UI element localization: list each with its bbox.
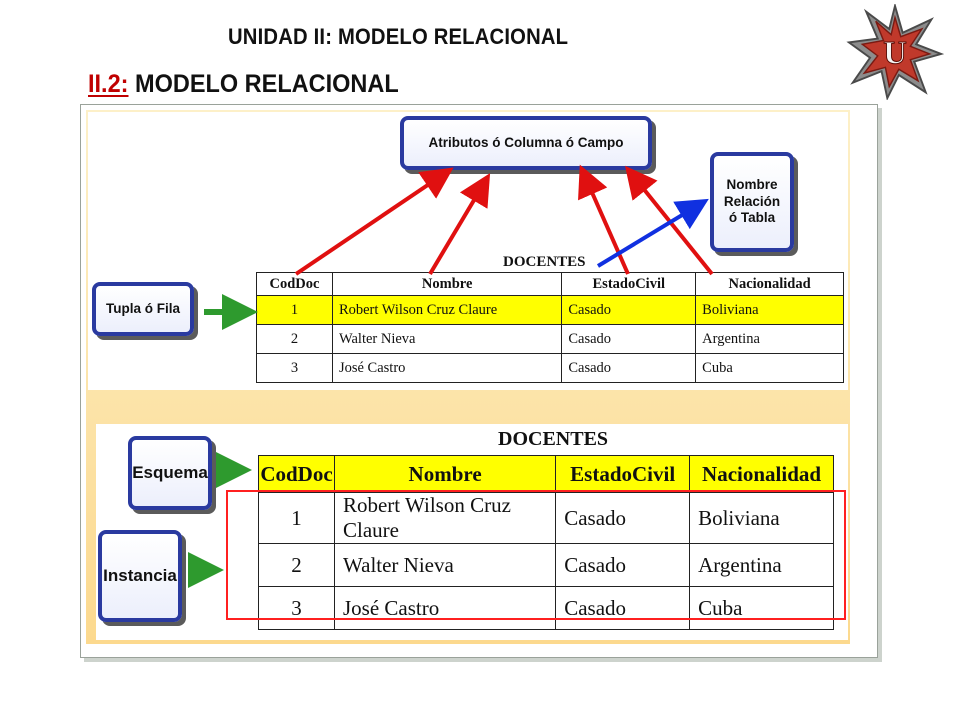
column-header: EstadoCivil xyxy=(555,455,691,493)
callout-nombre-relacion: Nombre Relación ó Tabla xyxy=(710,152,794,252)
table-row: 2 Walter Nieva Casado Argentina xyxy=(258,543,834,587)
table-row: 3 José Castro Casado Cuba xyxy=(258,586,834,630)
column-header: Nombre xyxy=(333,455,557,493)
table-cell: Cuba xyxy=(689,586,834,630)
callout-esquema: Esquema xyxy=(128,436,212,510)
table-row: 1 Robert Wilson Cruz Claure Casado Boliv… xyxy=(258,492,834,544)
schema-header-row: CodDoc Nombre EstadoCivil Nacionalidad xyxy=(258,455,834,493)
table-cell: Robert Wilson Cruz Claure xyxy=(331,295,563,325)
table-cell: 3 xyxy=(258,586,335,630)
column-header: Nacionalidad xyxy=(695,272,844,296)
callout-nombre-line1: Nombre xyxy=(726,176,778,192)
table-cell: Argentina xyxy=(695,324,844,354)
bottom-docentes-table: CodDoc Nombre EstadoCivil Nacionalidad 1… xyxy=(258,455,834,630)
table-cell: Cuba xyxy=(695,353,844,383)
table-cell: Boliviana xyxy=(689,492,834,544)
section-title-text: MODELO RELACIONAL xyxy=(128,70,399,98)
table-cell: Walter Nieva xyxy=(333,543,557,587)
table-cell: Walter Nieva xyxy=(331,324,563,354)
table-row: 1 Robert Wilson Cruz Claure Casado Boliv… xyxy=(256,295,844,325)
column-header: CodDoc xyxy=(258,455,335,493)
instance-highlight-box xyxy=(226,490,846,620)
top-table-caption: DOCENTES xyxy=(503,254,586,270)
callout-atributos-label: Atributos ó Columna ó Campo xyxy=(428,134,624,150)
table-cell: Robert Wilson Cruz Claure xyxy=(333,492,557,544)
table-header-row: CodDoc Nombre EstadoCivil Nacionalidad xyxy=(256,272,844,296)
callout-esquema-label: Esquema xyxy=(132,463,208,483)
column-header: EstadoCivil xyxy=(561,272,697,296)
table-row: 3 José Castro Casado Cuba xyxy=(256,353,844,383)
table-cell: Casado xyxy=(561,295,697,325)
table-cell: 2 xyxy=(258,543,335,587)
callout-tupla-label: Tupla ó Fila xyxy=(106,300,180,316)
column-header: CodDoc xyxy=(256,272,333,296)
table-row: 2 Walter Nieva Casado Argentina xyxy=(256,324,844,354)
callout-nombre-line3: ó Tabla xyxy=(728,210,776,226)
column-header: Nacionalidad xyxy=(689,455,834,493)
table-cell: Casado xyxy=(555,586,691,630)
callout-instancia-label: Instancia xyxy=(103,566,177,586)
table-cell: José Castro xyxy=(331,353,563,383)
table-cell: Casado xyxy=(561,324,697,354)
unit-title: UNIDAD II: MODELO RELACIONAL xyxy=(228,24,569,49)
table-cell: 3 xyxy=(256,353,333,383)
callout-instancia: Instancia xyxy=(98,530,182,622)
table-cell: 1 xyxy=(256,295,333,325)
section-number: II.2: xyxy=(88,70,129,98)
callout-atributos: Atributos ó Columna ó Campo xyxy=(400,116,652,170)
callout-tupla: Tupla ó Fila xyxy=(92,282,194,336)
logo-letter: U xyxy=(883,36,907,72)
table-cell: José Castro xyxy=(333,586,557,630)
column-header: Nombre xyxy=(331,272,563,296)
star-u-logo-icon: U xyxy=(846,4,944,100)
table-cell: Casado xyxy=(561,353,697,383)
table-cell: 2 xyxy=(256,324,333,354)
top-docentes-table: CodDoc Nombre EstadoCivil Nacionalidad 1… xyxy=(256,272,844,383)
section-title: II.2: MODELO RELACIONAL xyxy=(88,70,399,99)
table-cell: Boliviana xyxy=(695,295,844,325)
callout-nombre-line2: Relación xyxy=(723,193,781,209)
bottom-table-caption: DOCENTES xyxy=(498,428,609,450)
table-cell: Casado xyxy=(555,543,691,587)
